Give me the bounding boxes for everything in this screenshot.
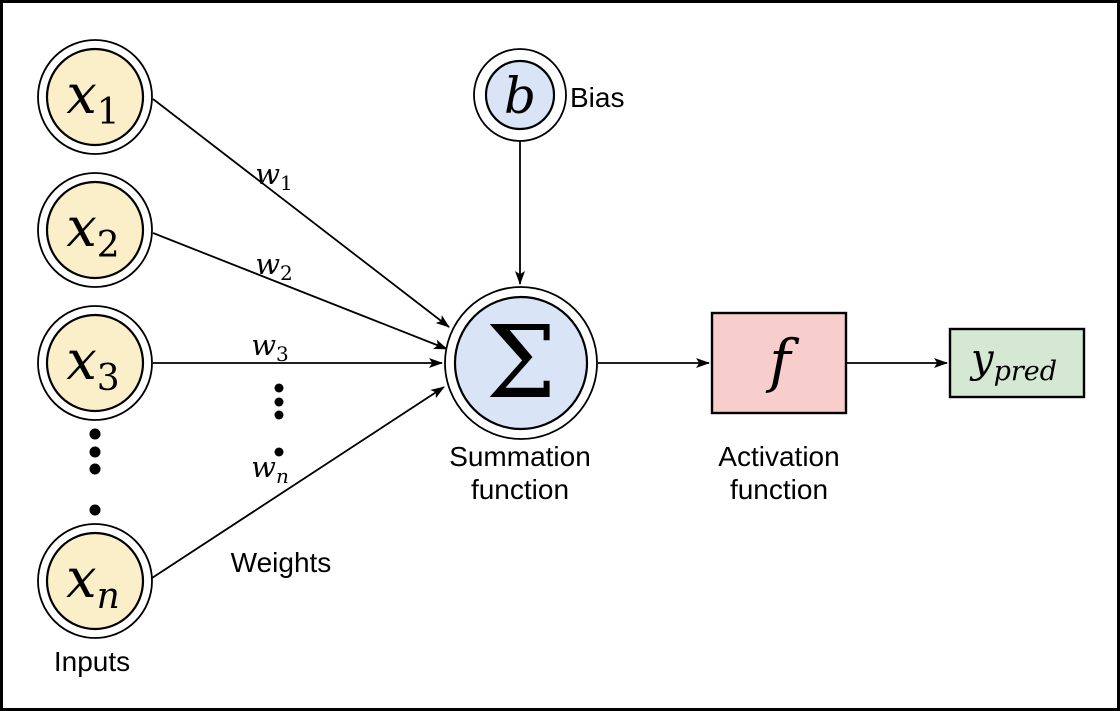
dot [89, 446, 101, 458]
edge-x2-to-summation [152, 232, 448, 350]
summation-sigma-symbol: Σ [486, 304, 557, 421]
edge-x1-to-summation [152, 98, 450, 328]
weights-group-label: Weights [231, 547, 332, 578]
input-node-x3: x3 [37, 305, 153, 421]
dot [274, 447, 284, 457]
inputs-ellipsis-dots [89, 428, 101, 516]
summation-node: Σ Summation function [444, 286, 598, 505]
dot [89, 463, 101, 475]
input-node-x1-label: x1 [66, 63, 119, 133]
summation-node-circle [453, 295, 589, 431]
summation-label-line1: Summation [449, 441, 591, 472]
output-box [948, 327, 1086, 399]
activation-node: f Activation function [710, 311, 848, 505]
weight-labels: w1 w2 w3 wn [251, 157, 293, 488]
activation-label-line1: Activation [718, 441, 839, 472]
dot [89, 428, 101, 440]
weight-label-wn: wn [251, 450, 289, 488]
bias-node: b Bias [473, 48, 624, 142]
weights-ellipsis-dots [274, 383, 284, 457]
input-node-xn: xn [37, 523, 153, 639]
input-node-xn-circle [45, 531, 145, 631]
input-node-x3-label: x3 [66, 329, 119, 399]
input-node-x2-circle [45, 180, 145, 280]
input-node-x1: x1 [37, 39, 153, 155]
output-label: ypred [969, 336, 1057, 387]
dot [274, 410, 284, 420]
activation-box [710, 311, 848, 415]
bias-label: Bias [570, 82, 624, 113]
edges [151, 98, 948, 579]
weight-label-w3: w3 [251, 328, 289, 366]
bias-node-symbol: b [504, 67, 536, 125]
input-node-x2: x2 [37, 172, 153, 288]
input-node-x3-circle [45, 313, 145, 413]
dot [274, 397, 284, 407]
weight-label-w1: w1 [255, 157, 293, 195]
weight-label-w2: w2 [255, 247, 293, 285]
input-node-x1-circle [45, 47, 145, 147]
summation-label-line2: function [471, 474, 569, 505]
input-node-xn-label: xn [66, 547, 120, 617]
activation-label-line2: function [730, 474, 828, 505]
bias-node-circle [484, 59, 556, 131]
dot [274, 383, 284, 393]
input-node-x2-label: x2 [66, 196, 119, 266]
dot [89, 504, 101, 516]
inputs-group-label: Inputs [54, 646, 130, 677]
edge-xn-to-summation [151, 386, 445, 579]
output-node: ypred [948, 327, 1086, 399]
